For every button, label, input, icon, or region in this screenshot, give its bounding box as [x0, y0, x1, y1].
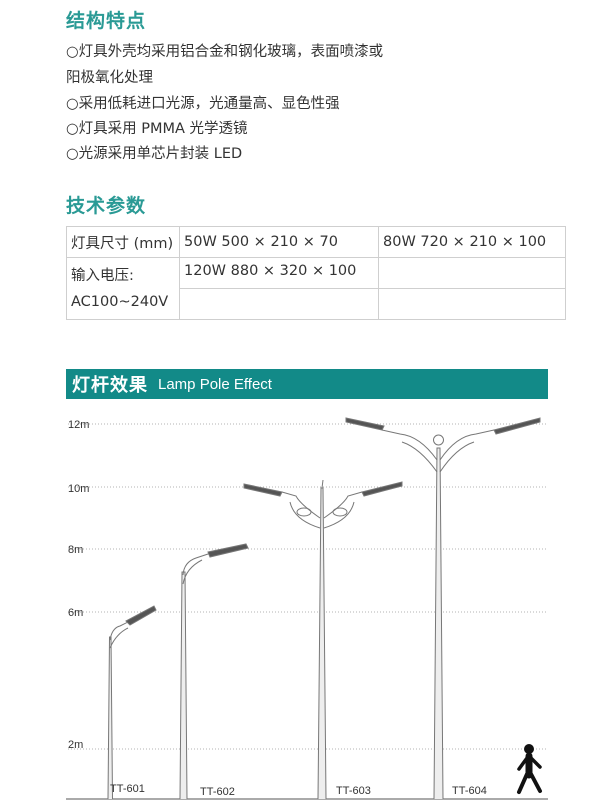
features-title: 结构特点: [66, 10, 147, 32]
person-icon: [517, 744, 542, 794]
height-label-2m: 2m: [68, 739, 83, 751]
spec-80w: 80W 720 × 210 × 100: [378, 226, 566, 258]
spec-empty-2: [179, 288, 379, 320]
tech-title: 技术参数: [66, 195, 147, 217]
model-label-tt-604: TT-604: [452, 785, 487, 797]
spec-50w: 50W 500 × 210 × 70: [179, 226, 379, 258]
pole-tt-602: [179, 543, 249, 800]
feature-line-2: 阳极氧化处理: [66, 70, 153, 86]
banner-title-cn: 灯杆效果: [72, 375, 148, 396]
feature-line-3: ○采用低耗进口光源，光通量高、显色性强: [66, 96, 340, 112]
voltage-value: AC100~240V: [71, 293, 169, 310]
height-gridlines: [68, 423, 548, 750]
spec-empty-3: [378, 288, 566, 320]
height-label-6m: 6m: [68, 607, 83, 619]
pole-tt-603: [243, 479, 403, 800]
spec-table: 灯具尺寸 (mm) 50W 500 × 210 × 70 80W 720 × 2…: [66, 226, 566, 320]
feature-line-1: ○灯具外壳均采用铝合金和钢化玻璃，表面喷漆或: [66, 44, 384, 60]
model-label-tt-603: TT-603: [336, 785, 371, 797]
pole-tt-604: [345, 417, 541, 800]
banner-title-en: Lamp Pole Effect: [158, 375, 272, 393]
feature-line-4: ○灯具采用 PMMA 光学透镜: [66, 121, 248, 137]
spec-120w: 120W 880 × 320 × 100: [179, 257, 379, 289]
voltage-label: 输入电压:: [71, 267, 134, 284]
size-label: 灯具尺寸 (mm): [66, 226, 180, 258]
height-label-12m: 12m: [68, 419, 89, 431]
feature-line-5: ○光源采用单芯片封装 LED: [66, 146, 243, 162]
pole-tt-601: [107, 605, 157, 800]
model-label-tt-601: TT-601: [110, 783, 145, 795]
voltage-cell: 输入电压: AC100~240V: [66, 257, 180, 320]
model-label-tt-602: TT-602: [200, 786, 235, 798]
height-label-10m: 10m: [68, 483, 89, 495]
spec-empty-1: [378, 257, 566, 289]
lamp-pole-banner: 灯杆效果 Lamp Pole Effect: [66, 369, 548, 399]
height-label-8m: 8m: [68, 544, 83, 556]
lamp-pole-chart: 12m 10m 8m 6m 2m TT-601 TT-602 TT-603: [66, 417, 548, 800]
